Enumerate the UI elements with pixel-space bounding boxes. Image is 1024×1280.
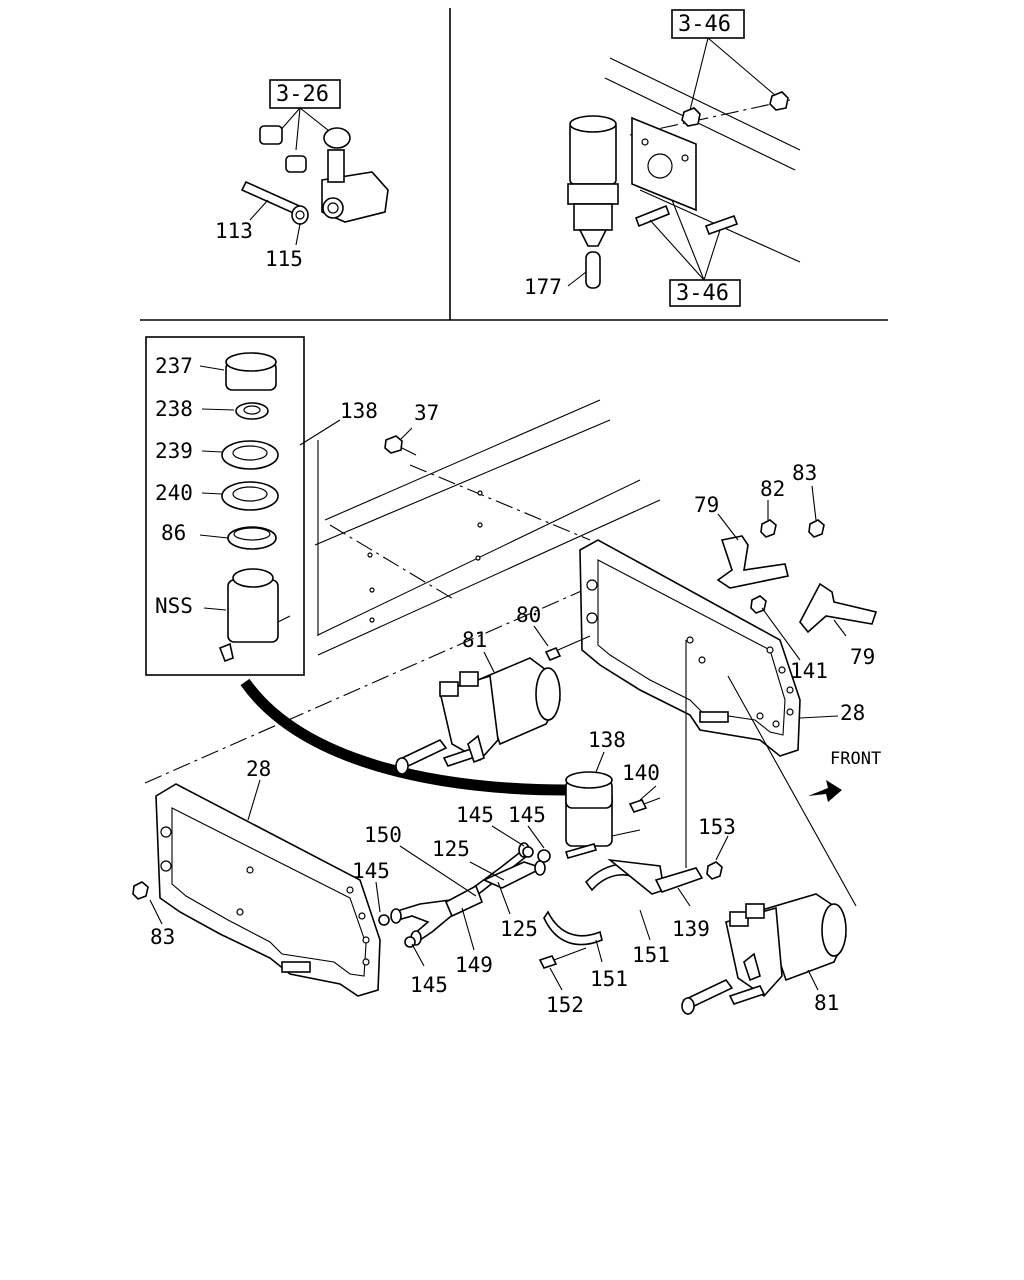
callout-81-b: 81 (814, 991, 839, 1015)
callout-115: 115 (265, 247, 303, 271)
callout-83-b: 83 (150, 925, 175, 949)
callout-28-b: 28 (246, 757, 271, 781)
cross-member-right: 28 (579, 539, 865, 757)
callout-125-b: 125 (500, 917, 538, 941)
brake-chamber-lower: 81 (681, 893, 847, 1015)
brake-chamber-upper: 81 (395, 628, 561, 775)
callout-139: 139 (672, 917, 710, 941)
strap-assembly: 139 153 151 151 152 (538, 815, 736, 1017)
callout-238: 238 (155, 397, 193, 421)
filter-bracket-assembly: 3-46 177 3-46 (524, 9, 801, 307)
callout-141: 141 (790, 659, 828, 683)
front-label: FRONT (830, 749, 881, 769)
callout-28-a: 28 (840, 701, 865, 725)
callout-113: 113 (215, 219, 253, 243)
callout-150: 150 (364, 823, 402, 847)
inset-pointer-arrow (240, 678, 569, 796)
callout-239: 239 (155, 439, 193, 463)
callout-138-b: 138 (588, 728, 626, 752)
bolt-80 (544, 646, 562, 662)
callout-86: 86 (161, 521, 186, 545)
callout-149: 149 (455, 953, 493, 977)
callout-80: 80 (516, 603, 541, 627)
nut-83 (132, 881, 149, 900)
callout-138-a: 138 (340, 399, 378, 423)
callout-83-a: 83 (792, 461, 817, 485)
callout-153: 153 (698, 815, 736, 839)
callout-151-b: 151 (590, 967, 628, 991)
callout-177: 177 (524, 275, 562, 299)
cross-member-left: 28 (155, 757, 381, 997)
bolt-37 (384, 435, 403, 454)
hose-assembly: 145 145 150 125 145 125 149 145 (352, 803, 551, 997)
callout-140: 140 (622, 761, 660, 785)
callout-79-a: 79 (694, 493, 719, 517)
callout-151-a: 151 (632, 943, 670, 967)
reservoir-inset: 237 238 239 240 86 NSS (145, 336, 305, 676)
callout-NSS: NSS (155, 594, 193, 618)
valve-assembly: 3-26 113 115 (215, 79, 389, 271)
callout-79-b: 79 (850, 645, 875, 669)
front-direction-indicator: FRONT (808, 749, 881, 802)
brackets-79: 79 79 82 83 141 (694, 461, 878, 683)
ref-box-3-46-top: 3-46 (678, 12, 731, 37)
ref-box-3-46-bottom: 3-46 (676, 281, 729, 306)
callout-145-d: 145 (410, 973, 448, 997)
bolt-140 (628, 799, 648, 813)
callout-82: 82 (760, 477, 785, 501)
callout-240: 240 (155, 481, 193, 505)
panel-dividers (140, 8, 888, 321)
callout-125-a: 125 (432, 837, 470, 861)
callout-152: 152 (546, 993, 584, 1017)
callout-37: 37 (414, 401, 439, 425)
callout-237: 237 (155, 354, 193, 378)
ref-box-3-26: 3-26 (276, 82, 329, 107)
callout-145-b: 145 (508, 803, 546, 827)
callout-145-c: 145 (352, 859, 390, 883)
callout-81-a: 81 (462, 628, 487, 652)
reservoir-mounted: 138 (564, 728, 641, 859)
frame-rails (144, 399, 661, 784)
callout-145-a: 145 (456, 803, 494, 827)
